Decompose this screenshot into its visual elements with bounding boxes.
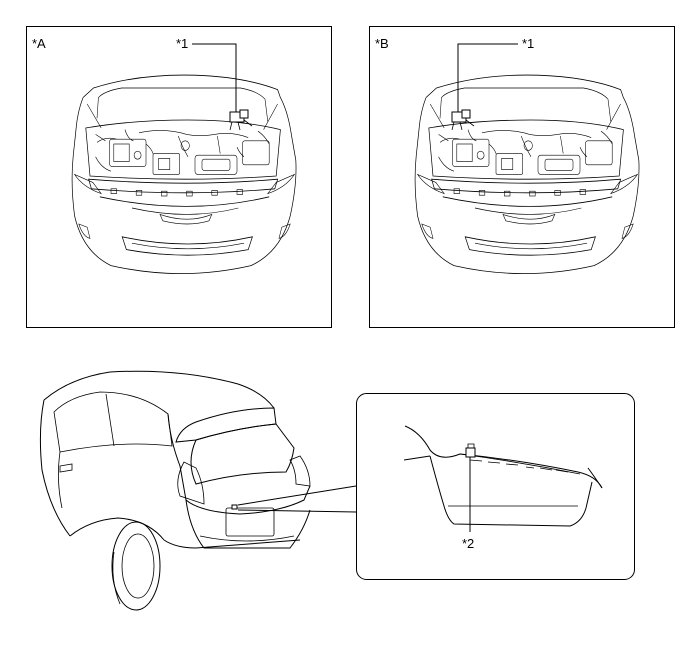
rear-vehicle-illustration xyxy=(39,370,311,611)
panel-b-frame xyxy=(369,26,675,328)
panel-b-label: *B xyxy=(375,36,389,51)
engine-bay-illustration xyxy=(414,74,640,274)
panel-a-callout: *1 xyxy=(176,36,188,51)
panel-a: *A *1 xyxy=(26,26,332,328)
detail-pointer-line-top xyxy=(237,485,357,506)
panel-b: *B *1 xyxy=(369,26,675,328)
detail-pointer-line-bottom xyxy=(237,509,357,513)
connector-marker xyxy=(465,443,476,458)
panel-b-leader-line xyxy=(457,43,518,118)
engine-bay-illustration xyxy=(71,74,297,274)
detail-box-frame xyxy=(356,393,635,580)
panel-b-callout: *1 xyxy=(522,36,534,51)
connector-marker xyxy=(451,109,475,131)
panel-a-frame xyxy=(26,26,332,328)
connector-marker xyxy=(229,109,253,131)
panel-a-leader-line xyxy=(192,43,237,118)
detail-box: *2 xyxy=(356,393,635,580)
panel-a-label: *A xyxy=(32,36,46,51)
detail-callout: *2 xyxy=(462,536,474,551)
